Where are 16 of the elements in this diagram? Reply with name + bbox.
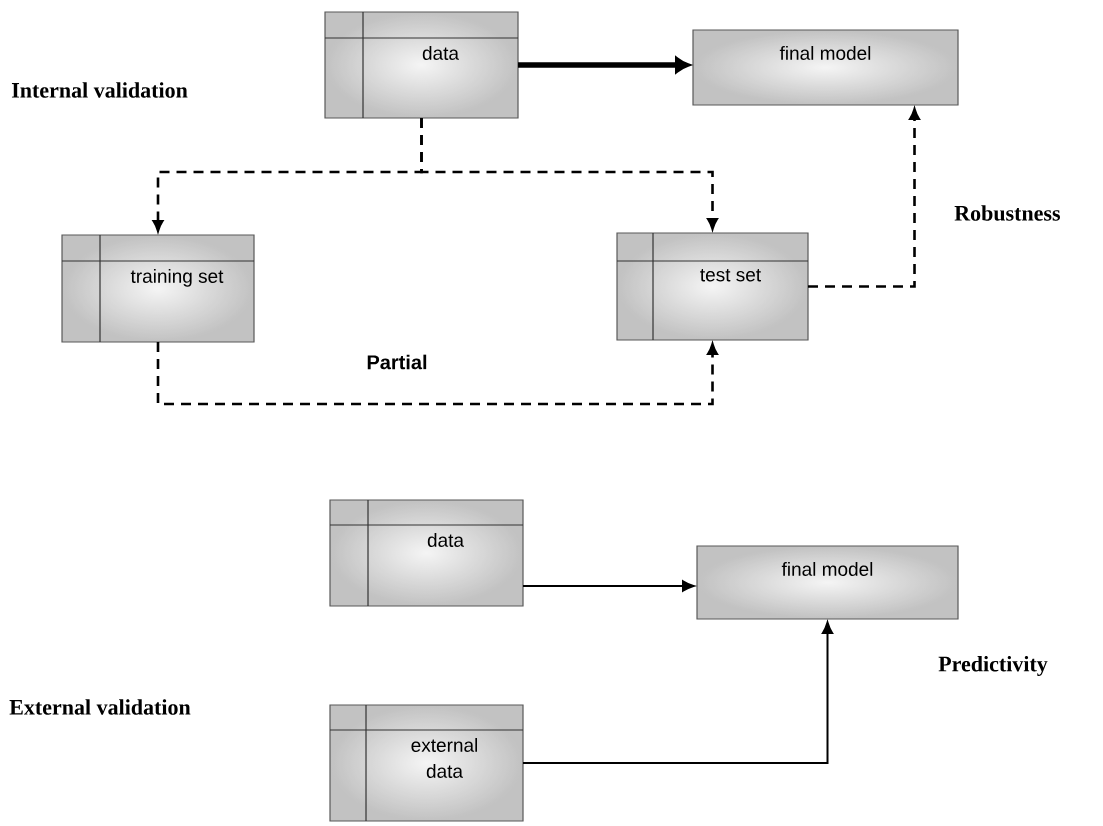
section-label: Partial — [367, 354, 427, 370]
process-box: final model — [696, 545, 959, 620]
arrow — [518, 57, 690, 73]
process-box: final model — [692, 29, 959, 106]
table-box: external data — [329, 704, 524, 822]
table-box: data — [324, 11, 519, 119]
section-label: Robustness — [954, 205, 1060, 221]
arrow — [522, 621, 834, 764]
table-box: test set — [616, 232, 809, 341]
table-box: training set — [61, 234, 255, 343]
arrow — [522, 580, 695, 592]
section-label: Predictivity — [938, 656, 1048, 676]
section-label: Internal validation — [11, 82, 188, 98]
table-box: data — [329, 499, 524, 607]
section-label: External validation — [9, 699, 191, 715]
arrow — [156, 342, 718, 406]
